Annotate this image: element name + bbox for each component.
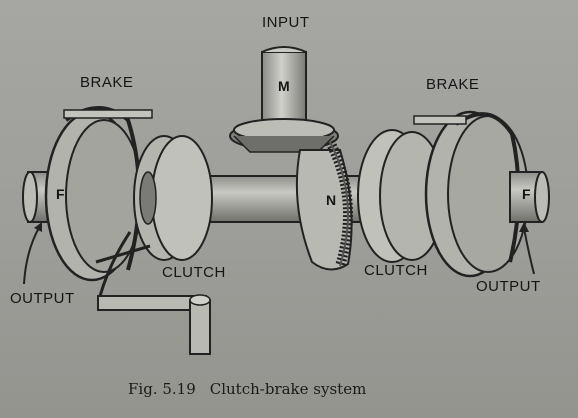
left-lever-linkage <box>95 231 211 355</box>
brake-label-right: BRAKE <box>426 76 480 93</box>
figure-caption: Fig. 5.19 Clutch-brake system <box>128 380 366 398</box>
right-brake-band <box>413 112 521 263</box>
left-clutch-plates <box>133 135 213 261</box>
output-arrow-right <box>519 222 535 275</box>
caption-number: Fig. 5.19 <box>128 380 196 398</box>
caption-title: Clutch-brake system <box>209 380 367 398</box>
input-label: INPUT <box>262 14 310 31</box>
output-arrow-left <box>23 222 42 285</box>
clutch-label-right: CLUTCH <box>364 262 428 279</box>
right-brake-drum <box>424 110 529 278</box>
shaft-f-label-left: F <box>56 186 66 202</box>
output-label-right: OUTPUT <box>476 278 541 295</box>
left-brake-drum <box>44 110 143 282</box>
input-bevel-gear <box>229 118 339 153</box>
clutch-label-left: CLUTCH <box>162 264 226 281</box>
gear-n-label: N <box>326 192 337 208</box>
shaft-m-label: M <box>278 78 291 94</box>
shaft-f-label-right: F <box>522 186 532 202</box>
output-label-left: OUTPUT <box>10 290 75 307</box>
left-brake-band <box>63 106 153 271</box>
brake-label-left: BRAKE <box>80 74 134 91</box>
right-output-shaft <box>509 171 550 223</box>
bevel-gear-n <box>295 139 353 271</box>
